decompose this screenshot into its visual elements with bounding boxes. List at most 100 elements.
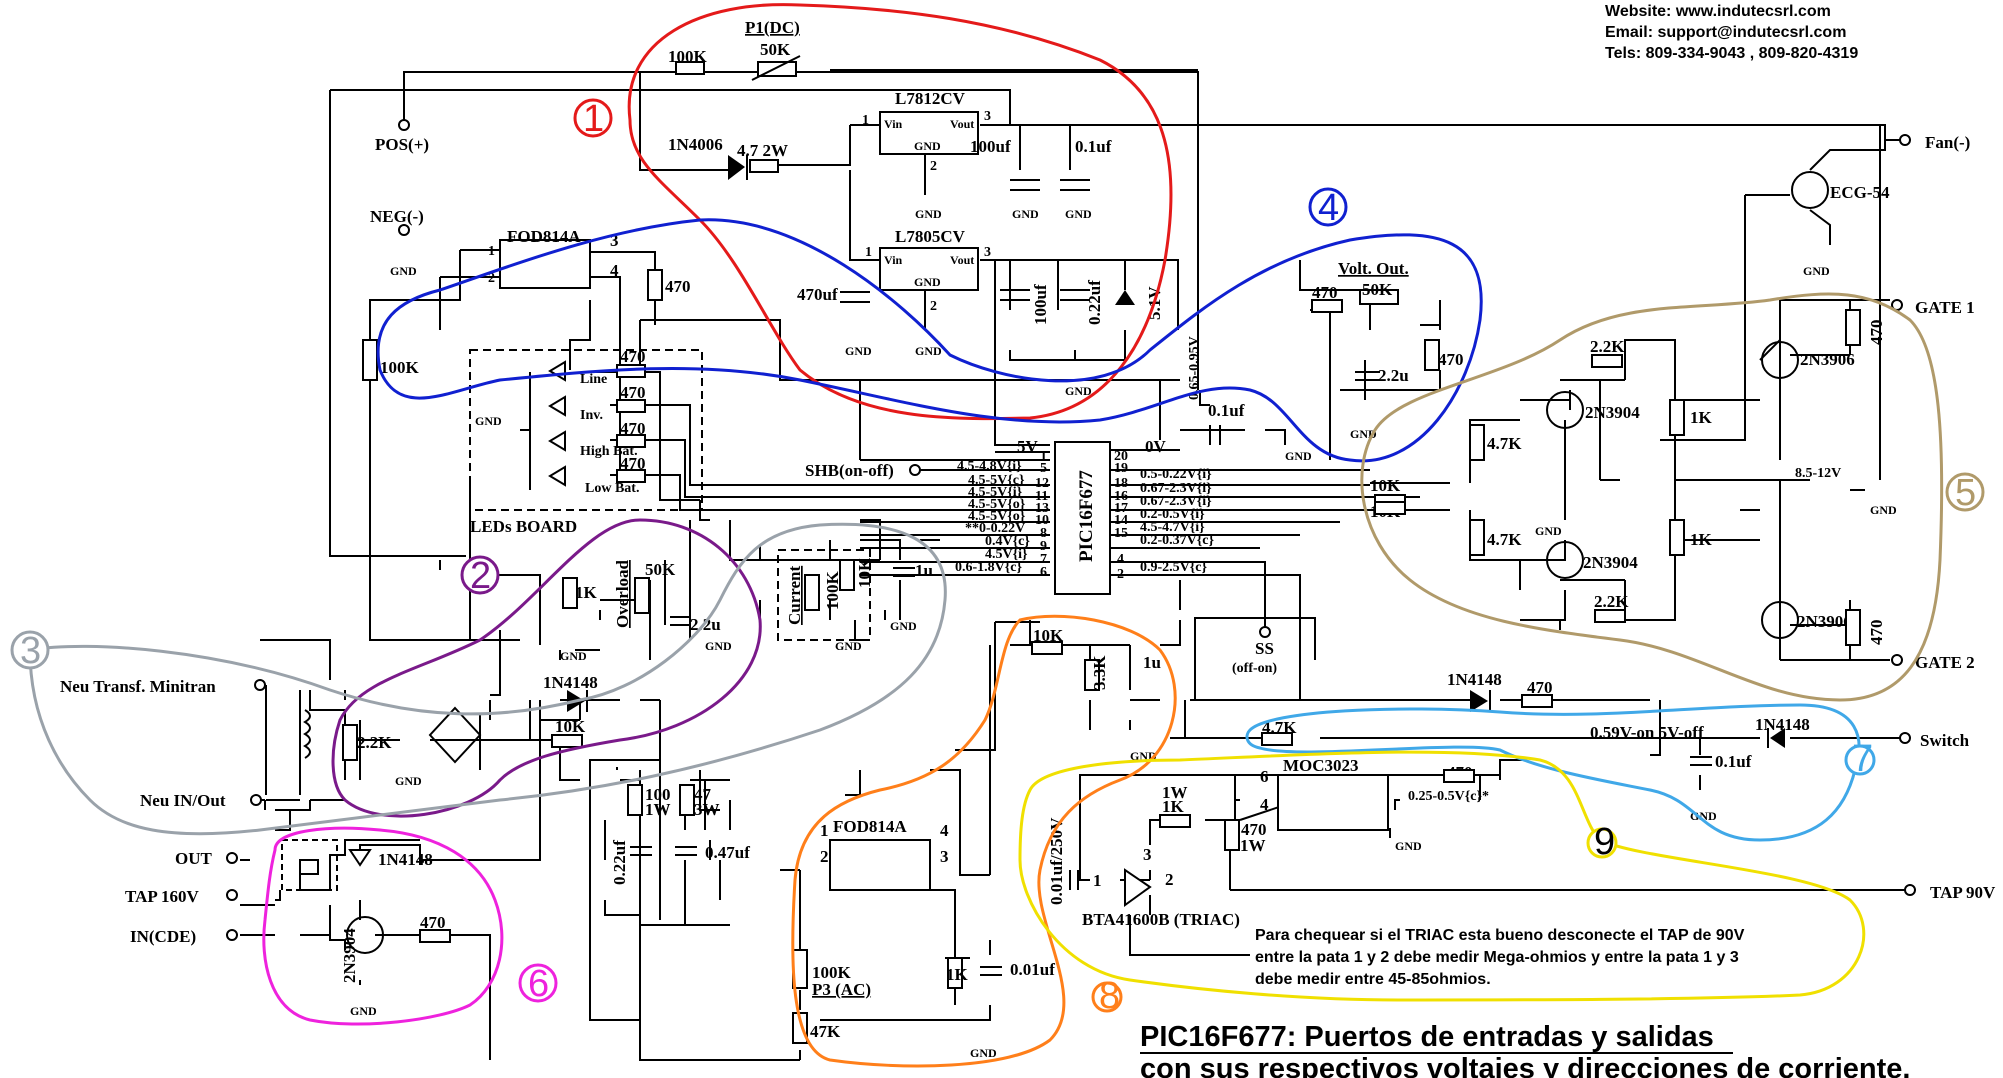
marker-6[interactable]: [518, 963, 558, 1003]
triac-note: Para chequear si el TRIAC esta bueno des…: [1255, 927, 1745, 988]
neu-transf-terminal[interactable]: [254, 679, 266, 691]
fod-bot-pin1: 1: [820, 821, 829, 840]
led-inv-label: Inv.: [580, 408, 603, 423]
marker-6-text: 6: [528, 963, 549, 1005]
driver-stage: ECG-54 2.2K 2.2K 2N3904 2N3904 2N3906 2N…: [1370, 171, 1897, 646]
r470-vo2-label: 470: [1438, 350, 1464, 369]
l7812-pin3: 3: [984, 109, 991, 124]
l7805-gnd: GND: [914, 275, 941, 289]
moc-triac-section: MOC3023 6 4 470 0.25-0.5V{c}* 1W 1K 470 …: [1047, 756, 1489, 929]
led-low-label: Low Bat.: [585, 481, 639, 496]
ss-label: SS: [1255, 639, 1274, 658]
loop-2: [331, 518, 762, 818]
fod-top-label: FOD814A: [507, 227, 581, 246]
led-r2-label: 470: [620, 383, 646, 402]
tap90-terminal[interactable]: [1904, 884, 1916, 896]
r33k-label: 3.3K: [1090, 655, 1109, 690]
gnd-11: GND: [560, 649, 587, 663]
pin16-voltage: 0.67-2.3V{i}: [1140, 494, 1212, 509]
moc-voltage-label: 0.25-0.5V{c}*: [1408, 789, 1489, 804]
gnd-10: GND: [1803, 264, 1830, 278]
tap160-terminal[interactable]: [226, 889, 238, 901]
marker-3[interactable]: [10, 630, 50, 670]
marker-5[interactable]: [1945, 472, 1985, 512]
wiring: [240, 69, 1910, 1061]
led-r4-label: 470: [620, 454, 646, 473]
r100k-cur-label: 100K: [823, 571, 842, 611]
marker-4[interactable]: [1308, 187, 1348, 227]
title-block: PIC16F677: Puertos de entradas y salidas…: [1140, 1021, 1910, 1078]
fod-top-pin1: 1: [488, 244, 495, 259]
q2n3906-b-label: 2N3906: [1797, 612, 1852, 631]
gnd-17: GND: [1395, 839, 1422, 853]
pin17-voltage: 0.2-0.5V{i}: [1140, 507, 1205, 522]
marker-9[interactable]: [1586, 827, 1618, 859]
pos-terminal[interactable]: [398, 119, 410, 131]
note-line3: debe medir entre 45-85ohmios.: [1255, 971, 1491, 988]
v065-label: 0.65-0.95V: [1187, 336, 1202, 400]
neu-inout-terminal[interactable]: [250, 794, 262, 806]
pic-pin15: 15: [1114, 526, 1128, 541]
pin14-voltage: 4.5-4.7V{i}: [1140, 520, 1205, 535]
loop-3: [28, 522, 947, 836]
marker-2[interactable]: [460, 555, 500, 595]
shb-terminal[interactable]: [909, 464, 921, 476]
gnd-7: GND: [390, 264, 417, 278]
r470-g2-label: 470: [1867, 620, 1886, 646]
pic-pin7: 7: [1040, 552, 1047, 567]
triac-symbol: [1124, 868, 1152, 907]
pic-pin11: 11: [1035, 489, 1048, 504]
pic-pin19: 19: [1114, 461, 1128, 476]
c01uf-sw-label: 0.1uf: [1715, 752, 1752, 771]
led-low: Low Bat. 470: [548, 454, 646, 496]
neg-terminal[interactable]: [398, 224, 410, 236]
marker-1-text: 1: [583, 98, 604, 140]
r47-2w: [749, 159, 779, 173]
annotation-loops: [28, 3, 1944, 1068]
pic-label: PIC16F677: [1076, 470, 1097, 562]
loop-1: [627, 3, 1173, 421]
loop-8: [791, 614, 1177, 1068]
marker-5-text: 5: [1955, 472, 1976, 514]
l7805-pin2: 2: [930, 299, 937, 314]
pic-pin6: 6: [1040, 565, 1047, 580]
pin13-voltage: 4.5-5V{o}: [968, 497, 1026, 512]
l7805-vin: Vin: [884, 253, 903, 267]
r1k-ov-label: 1K: [575, 583, 598, 602]
r10k-cur-label: 10K: [855, 557, 874, 588]
switch-terminal[interactable]: [1899, 732, 1911, 744]
gnd-4: GND: [845, 344, 872, 358]
gate2-label: GATE 2: [1915, 653, 1975, 672]
fan-label: Fan(-): [1925, 133, 1970, 152]
marker-8[interactable]: [1091, 981, 1123, 1013]
marker-4-text: 4: [1318, 187, 1339, 229]
ss-terminal[interactable]: [1259, 626, 1271, 638]
r100-1w-a-label: 100: [645, 785, 671, 804]
ecg54-label: ECG-54: [1830, 183, 1890, 202]
in-cde-terminal[interactable]: [226, 929, 238, 941]
r47-3w-a-label: 47: [694, 785, 712, 804]
pic-chip: PIC16F677 5V 0V 1 5 12 11 13 10 8 9 7 6 …: [955, 437, 1215, 595]
loop-6: [262, 826, 504, 1026]
pic-pin17: 17: [1114, 501, 1128, 516]
out-terminal[interactable]: [226, 852, 238, 864]
marker-7[interactable]: [1844, 744, 1876, 776]
marker-2-text: 2: [470, 555, 491, 597]
r470-mid-label: 470: [1527, 678, 1553, 697]
loop-7: [1245, 703, 1861, 842]
neu-inout-label: Neu IN/Out: [140, 791, 226, 810]
pin11-voltage: 4.5-5V{i}: [968, 485, 1023, 500]
fan-terminal[interactable]: [1899, 134, 1911, 146]
r50k-vo-label: 50K: [1362, 280, 1393, 299]
gnd-5: GND: [915, 344, 942, 358]
marker-1[interactable]: [573, 98, 613, 138]
gate2-terminal[interactable]: [1891, 654, 1903, 666]
r470-relay-label: 470: [420, 913, 446, 932]
gnd-6: GND: [1065, 384, 1092, 398]
pic-pin14: 14: [1114, 513, 1128, 528]
r10k-a-label: 10K: [1370, 476, 1401, 495]
triac-pin1: 1: [1093, 871, 1102, 890]
led-line-label: Line: [580, 372, 607, 387]
r470-fod-label: 470: [665, 277, 691, 296]
